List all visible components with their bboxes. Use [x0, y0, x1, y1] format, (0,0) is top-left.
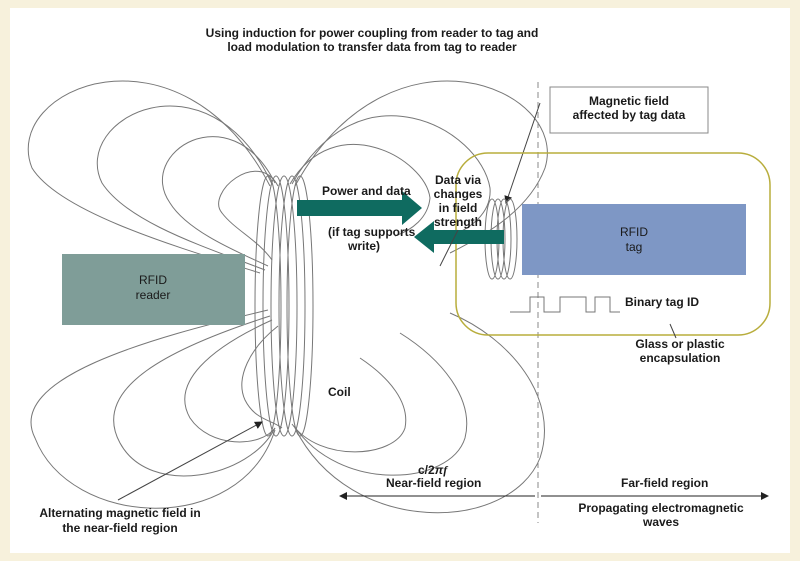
formula-f: f — [443, 463, 448, 477]
rfid-reader-box — [62, 254, 245, 325]
title-line-2: load modulation to transfer data from ta… — [227, 40, 517, 54]
alternating-line-1: Alternating magnetic field in — [39, 506, 200, 520]
data-via-line-2: changes — [434, 187, 483, 201]
alternating-pointer — [117, 421, 263, 501]
data-arrow — [414, 221, 504, 253]
data-via-pointer — [439, 229, 459, 267]
data-via-line-1: Data via — [435, 173, 481, 187]
far-field-label: Far-field region — [621, 476, 708, 490]
encapsulation-pointer — [669, 323, 677, 339]
near-field-label: Near-field region — [386, 476, 481, 490]
power-line-1: Power and data — [322, 184, 411, 198]
coil-label: Coil — [328, 385, 351, 399]
diagram-canvas: Using induction for power coupling from … — [10, 8, 790, 553]
propagating-line-1: Propagating electromagnetic — [578, 501, 744, 515]
field-lines-top — [27, 80, 548, 274]
encapsulation-line-1: Glass or plastic — [635, 337, 725, 351]
callout-line-2: affected by tag data — [573, 108, 686, 122]
callout-line-1: Magnetic field — [589, 94, 669, 108]
reader-coil — [254, 175, 314, 437]
reader-label-line-1: RFID — [139, 273, 167, 287]
power-arrow — [297, 191, 422, 225]
title-line-1: Using induction for power coupling from … — [206, 26, 539, 40]
data-via-line-4: strength — [434, 215, 482, 229]
power-line-3: write) — [347, 239, 380, 253]
field-lines-bottom — [30, 309, 545, 514]
alternating-line-2: the near-field region — [62, 521, 177, 535]
rfid-tag-box — [522, 204, 746, 275]
near-field-formula: c/2πf — [418, 463, 448, 477]
binary-signal — [510, 296, 620, 313]
binary-tag-id-label: Binary tag ID — [625, 295, 699, 309]
data-via-line-3: in field — [439, 201, 478, 215]
encapsulation-line-2: encapsulation — [640, 351, 721, 365]
power-line-2: (if tag supports — [328, 225, 416, 239]
callout-box — [549, 86, 709, 134]
rfid-diagram: Using induction for power coupling from … — [27, 26, 771, 535]
tag-label-line-1: RFID — [620, 225, 648, 239]
formula-text: c/2 — [418, 463, 435, 477]
formula-pi: π — [435, 463, 444, 477]
reader-label-line-2: reader — [136, 288, 171, 302]
propagating-line-2: waves — [642, 515, 679, 529]
tag-label-line-2: tag — [626, 240, 643, 254]
